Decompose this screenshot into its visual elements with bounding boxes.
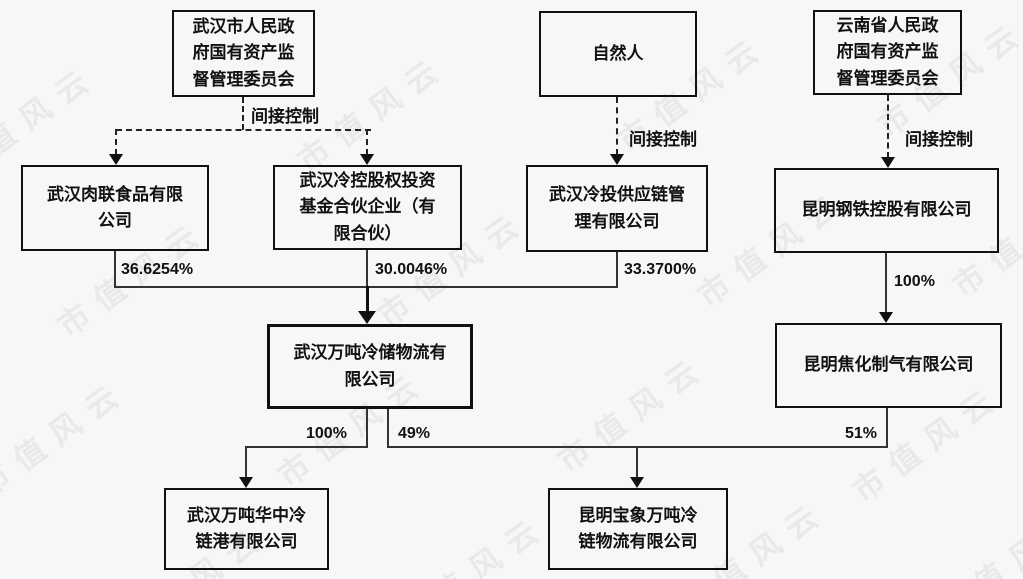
edge-wuhan-sasac-stem <box>242 97 244 130</box>
arrowhead-to-huazhong <box>239 477 253 488</box>
node-wuhan-roulian-food: 武汉肉联食品有限公司 <box>21 165 209 251</box>
label-pct-steel: 100% <box>894 273 935 290</box>
label-pct-lengtou: 33.3700% <box>624 261 697 278</box>
edge-wandun-49-down <box>387 409 389 448</box>
label-indirect-control-wuhan: 间接控制 <box>251 107 319 126</box>
arrowhead-to-coking <box>879 312 893 323</box>
edge-to-lengkong <box>366 129 368 155</box>
edge-yunnan-sasac <box>887 95 889 158</box>
edge-natural-person <box>616 97 618 155</box>
edge-to-baoxiang <box>636 446 638 478</box>
arrowhead-to-steel <box>881 157 895 168</box>
edge-roulian-down <box>114 251 116 288</box>
edge-lengkong-down <box>366 250 368 288</box>
label-pct-49: 49% <box>398 425 431 442</box>
watermark: 市值风云 <box>931 497 1023 579</box>
node-wuhan-wandun-huazhong: 武汉万吨华中冷链港有限公司 <box>164 488 329 570</box>
edge-wandun-100-down <box>366 409 368 448</box>
label-pct-roulian: 36.6254% <box>121 261 194 278</box>
node-wuhan-wandun-cold-storage: 武汉万吨冷储物流有限公司 <box>267 324 473 409</box>
watermark: 市值风云 <box>0 372 135 505</box>
node-wuhan-lengkong-fund: 武汉冷控股权投资基金合伙企业（有限合伙） <box>273 165 462 250</box>
edge-lengtou-down <box>616 252 618 288</box>
edge-steel-to-coking <box>885 253 887 313</box>
edge-to-roulian <box>115 129 117 155</box>
arrowhead-to-baoxiang <box>630 477 644 488</box>
arrowhead-to-lengkong <box>360 154 374 165</box>
label-pct-51: 51% <box>845 425 878 442</box>
node-kunming-baoxiang-wandun: 昆明宝象万吨冷链物流有限公司 <box>548 488 728 570</box>
label-pct-huazhong: 100% <box>306 425 347 442</box>
node-wuhan-sasac: 武汉市人民政府国有资产监督管理委员会 <box>172 10 315 97</box>
node-yunnan-sasac: 云南省人民政府国有资产监督管理委员会 <box>813 10 962 95</box>
edge-to-huazhong <box>245 446 247 478</box>
edge-wuhan-sasac-branch <box>116 129 371 131</box>
watermark: 市值风云 <box>391 507 555 579</box>
node-kunming-coking-gas: 昆明焦化制气有限公司 <box>775 323 1002 408</box>
edge-into-wandun <box>366 286 369 313</box>
label-indirect-control-natural: 间接控制 <box>629 130 697 149</box>
edge-coking-51-down <box>886 408 888 448</box>
label-indirect-control-yunnan: 间接控制 <box>905 130 973 149</box>
arrowhead-to-lengtou <box>610 154 624 165</box>
arrowhead-to-roulian <box>109 154 123 165</box>
node-natural-person: 自然人 <box>539 11 697 97</box>
node-wuhan-lengtou-supply: 武汉冷投供应链管理有限公司 <box>526 165 708 252</box>
label-pct-lengkong: 30.0046% <box>375 261 448 278</box>
node-kunming-steel-holding: 昆明钢铁控股有限公司 <box>774 168 999 253</box>
edge-wandun-100-horizontal <box>245 446 368 448</box>
watermark: 市值风云 <box>551 347 715 480</box>
arrowhead-into-wandun <box>358 311 376 324</box>
